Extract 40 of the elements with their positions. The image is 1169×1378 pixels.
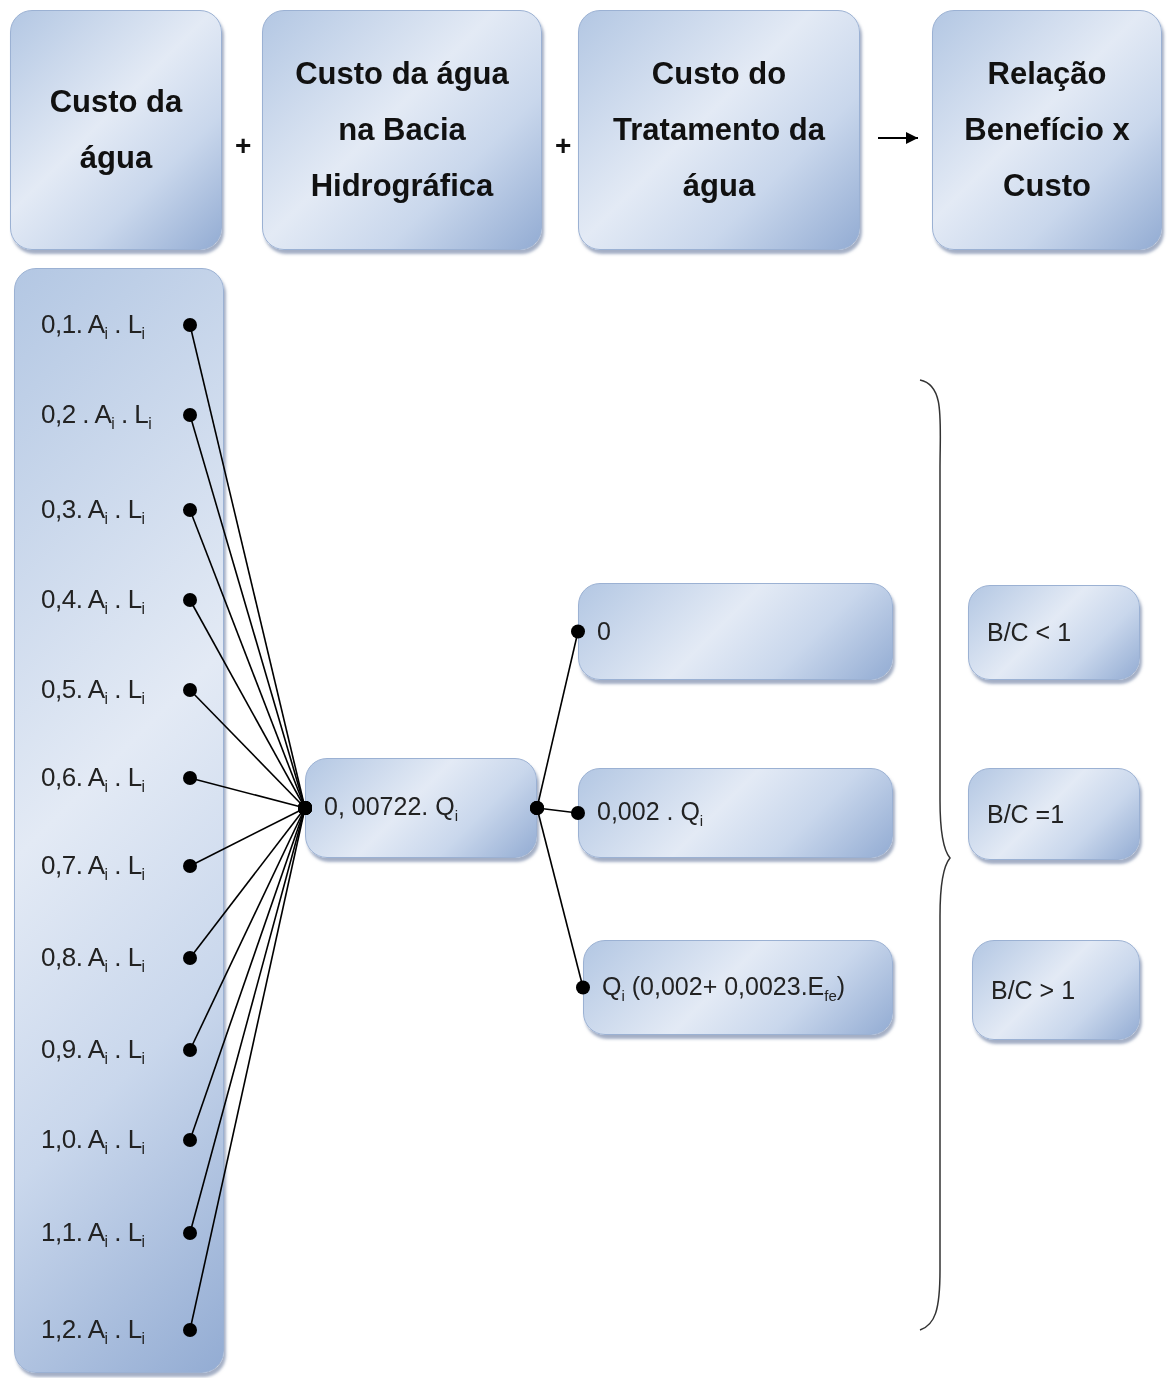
- formula-box: [578, 583, 893, 680]
- formula-text: 0,002 . Q$_{i}$: [597, 797, 704, 829]
- formula-text: 0,9. A$_{i}$ . L$_{i}$: [41, 1033, 145, 1069]
- formula-text: 0,8. A$_{i}$ . L$_{i}$: [41, 941, 145, 977]
- formula-box: [968, 585, 1140, 680]
- formula-text: 0,2 . A$_{i}$ . L$_{i}$: [41, 398, 152, 434]
- formula-text: 0, 00722. Q$_{i}$: [324, 792, 458, 824]
- heading-text: Custo do Tratamento da água: [612, 55, 827, 205]
- formula-text: 0,7. A$_{i}$ . L$_{i}$: [41, 849, 145, 885]
- heading-text: Custo da água na Bacia Hidrográfica: [294, 55, 510, 205]
- heading-text: Custo da água: [48, 83, 184, 177]
- formula-box: [578, 768, 893, 858]
- heading-box: [262, 10, 542, 250]
- connector-line: [530, 801, 590, 995]
- formula-box: [968, 768, 1140, 860]
- formula-text: B/C =1: [987, 799, 1065, 829]
- heading-box: [932, 10, 1162, 250]
- arrow: [877, 132, 919, 144]
- formula-box: [583, 940, 893, 1035]
- connector-line: [183, 801, 312, 1337]
- formula-text: 0,6. A$_{i}$ . L$_{i}$: [41, 761, 145, 797]
- column-box: [14, 268, 224, 1373]
- formula-text: B/C < 1: [987, 618, 1072, 647]
- formula-box: [305, 758, 537, 858]
- formula-text: Q$_{i}$ (0,002+ 0,0023.E$_{fe}$): [602, 971, 846, 1004]
- heading-text: Relação Benefício x Custo: [963, 55, 1131, 205]
- heading-box: [10, 10, 222, 250]
- formula-text: B/C > 1: [991, 975, 1076, 1005]
- heading-box: [578, 10, 860, 250]
- plus-sign: +: [235, 130, 252, 162]
- formula-text: 1,0. A$_{i}$ . L$_{i}$: [41, 1123, 145, 1159]
- formula-text: 1,1. A$_{i}$ . L$_{i}$: [41, 1216, 145, 1252]
- formula-text: 0,3. A$_{i}$ . L$_{i}$: [41, 493, 145, 529]
- formula-text: 0: [597, 617, 611, 646]
- formula-box: [972, 940, 1140, 1040]
- plus-sign: +: [555, 130, 572, 162]
- formula-text: 0,5. A$_{i}$ . L$_{i}$: [41, 673, 145, 709]
- formula-text: 1,2. A$_{i}$ . L$_{i}$: [41, 1313, 145, 1349]
- formula-text: 0,4. A$_{i}$ . L$_{i}$: [41, 583, 145, 619]
- formula-text: 0,1. A$_{i}$ . L$_{i}$: [41, 308, 145, 344]
